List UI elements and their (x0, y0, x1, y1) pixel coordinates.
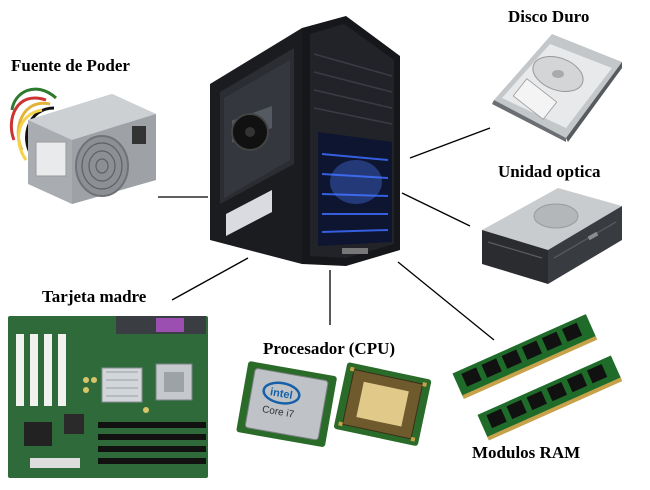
connector-odd (401, 192, 471, 227)
label-fuente-de-poder: Fuente de Poder (11, 56, 130, 75)
power-supply-icon (9, 87, 156, 204)
label-tarjeta-madre: Tarjeta madre (42, 287, 147, 306)
connector-hdd (409, 127, 491, 159)
chip-brand-text: intel (269, 386, 293, 402)
connector-ram (397, 261, 495, 341)
connector-mobo (171, 257, 249, 301)
label-unidad-optica: Unidad optica (498, 162, 601, 181)
label-modulos-ram: Modulos RAM (472, 443, 581, 462)
hard-disk-icon (492, 34, 622, 142)
pc-tower-icon (210, 16, 400, 266)
motherboard-icon (8, 316, 208, 478)
label-procesador-cpu: Procesador (CPU) (263, 339, 396, 358)
ram-module-icon (452, 314, 623, 441)
cpu-icon: intel Core i7 (236, 361, 432, 447)
optical-drive-icon (482, 188, 622, 284)
label-disco-duro: Disco Duro (508, 7, 590, 26)
